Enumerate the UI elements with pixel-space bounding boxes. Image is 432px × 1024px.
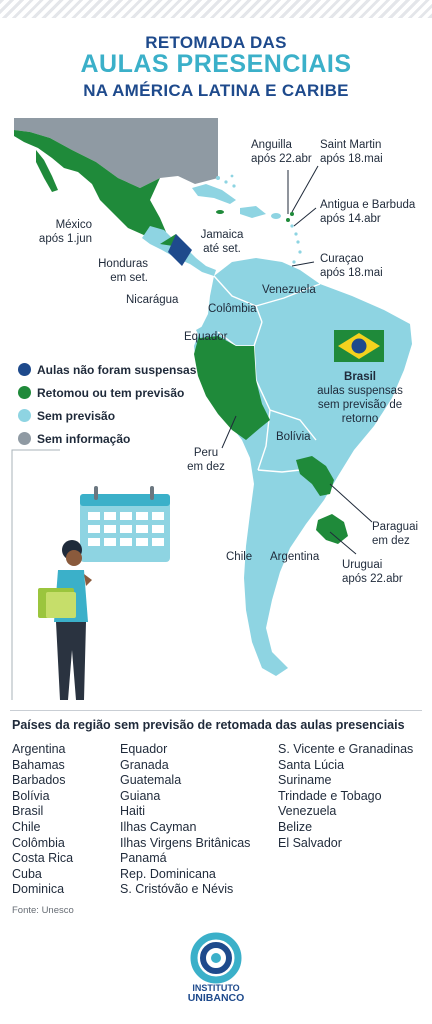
list-item: Ilhas Virgens Britânicas	[120, 835, 251, 850]
label-argentina: Argentina	[270, 551, 320, 563]
callout-lines	[221, 165, 373, 555]
legend-item-no-info: Sem informação	[18, 427, 196, 450]
list-item: Suriname	[278, 773, 332, 788]
label-venezuela: Venezuela	[262, 284, 316, 296]
legend-swatch-icon	[18, 432, 31, 445]
usa-region	[14, 118, 218, 188]
list-item: Dominica	[12, 882, 65, 897]
label-nicaragua: Nicarágua	[126, 294, 179, 306]
legend-swatch-icon	[18, 409, 31, 422]
country-list-col-1: Argentina Bahamas Barbados Bolívia Brasi…	[12, 742, 73, 898]
bahamas-dots	[216, 174, 236, 188]
title-line-1: RETOMADA DAS	[145, 33, 287, 52]
list-item: S. Cristóvão e Névis	[120, 882, 234, 897]
title-line-2: AULAS PRESENCIAIS	[80, 50, 352, 78]
label-bolivia: Bolívia	[276, 431, 311, 443]
list-item: Rep. Dominicana	[120, 866, 216, 881]
legend-swatch-icon	[18, 386, 31, 399]
baja-california	[36, 150, 58, 192]
country-borders	[213, 275, 321, 473]
label-brasil: Brasil aulas suspensas sem previsão de r…	[317, 371, 403, 425]
list-item: Ilhas Cayman	[120, 819, 197, 834]
resumed-island-dots	[284, 212, 294, 272]
logo-text: INSTITUTO UNIBANCO	[187, 983, 245, 1004]
cuba-region	[192, 184, 236, 204]
list-item: Equador	[120, 742, 168, 756]
hispaniola-region	[240, 206, 266, 218]
peru-region	[194, 332, 270, 440]
list-item: Cuba	[12, 866, 42, 881]
latin-america-map	[11, 118, 412, 700]
list-item: Santa Lúcia	[278, 757, 345, 772]
list-item: Chile	[12, 819, 41, 834]
country-list-col-2: Equador Granada Guatemala Guiana Haiti I…	[120, 742, 250, 898]
list-item: Trindade e Tobago	[278, 788, 382, 803]
uruguai-region	[316, 514, 348, 544]
country-list-col-3: S. Vicente e Granadinas Santa Lúcia Suri…	[278, 742, 413, 851]
list-item: Brasil	[12, 804, 44, 819]
brazil-flag	[334, 330, 384, 362]
mexico-region	[14, 130, 166, 242]
list-item: Guiana	[120, 788, 161, 803]
list-item: Bolívia	[12, 788, 50, 803]
list-item: Barbados	[12, 773, 66, 788]
title-line-3: NA AMÉRICA LATINA E CARIBE	[83, 81, 349, 100]
puerto-rico	[271, 213, 281, 219]
list-item: Venezuela	[278, 804, 337, 819]
list-item: Panamá	[120, 851, 167, 866]
header-hatch	[0, 0, 432, 18]
equador-region	[196, 322, 218, 338]
instituto-unibanco-logo	[190, 932, 242, 984]
label-chile: Chile	[226, 551, 253, 563]
legend-item-no-suspension: Aulas não foram suspensas	[18, 358, 196, 381]
list-item: El Salvador	[278, 835, 342, 850]
map-legend: Aulas não foram suspensas Retomou ou tem…	[18, 358, 196, 450]
antilles-dots	[286, 224, 302, 270]
country-list-title: Países da região sem previsão de retomad…	[12, 718, 405, 732]
list-item: Granada	[120, 757, 169, 772]
list-item: Argentina	[12, 742, 66, 756]
legend-item-no-forecast: Sem previsão	[18, 404, 196, 427]
list-item: Bahamas	[12, 757, 65, 772]
list-item: Belize	[278, 819, 313, 834]
paraguai-region	[296, 456, 334, 496]
list-item: S. Vicente e Granadinas	[278, 742, 414, 756]
legend-item-resumed: Retomou ou tem previsão	[18, 381, 196, 404]
label-colombia: Colômbia	[208, 303, 257, 315]
jamaica-region	[216, 210, 224, 214]
list-item: Colômbia	[12, 835, 65, 850]
legend-swatch-icon	[18, 363, 31, 376]
nicaragua-region	[168, 234, 192, 266]
student-illustration	[11, 449, 170, 700]
list-item: Costa Rica	[12, 851, 74, 866]
section-divider	[10, 710, 422, 711]
list-item: Haiti	[120, 804, 146, 819]
label-equador: Equador	[184, 331, 228, 343]
list-item: Guatemala	[120, 773, 182, 788]
source-note: Fonte: Unesco	[12, 905, 74, 916]
